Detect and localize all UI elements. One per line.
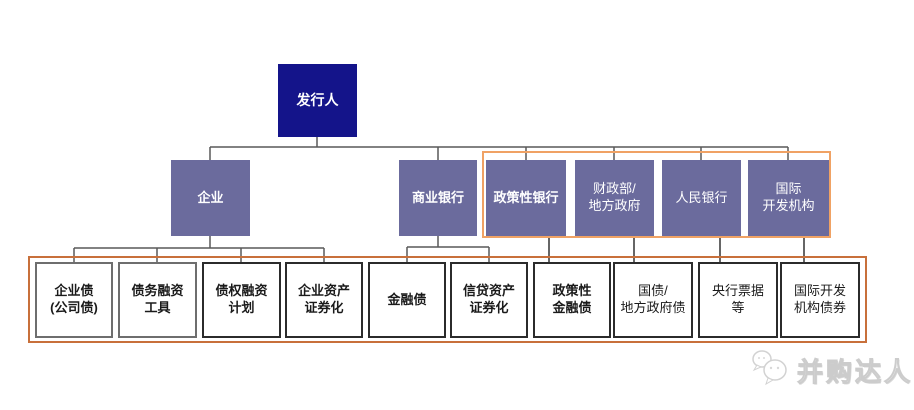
node-credit-abs: 信贷资产 证券化 [450,262,528,338]
node-corporate-bond: 企业债 (公司债) [35,262,113,338]
node-enterprise: 企业 [171,160,250,236]
wechat-bubbles-icon [750,348,790,393]
bond-types-highlight-box [28,256,867,343]
node-policy-financial-bond: 政策性 金融债 [533,262,611,338]
node-commercial-bank: 商业银行 [399,160,477,236]
node-central-bank-bills: 央行票据 等 [698,262,778,338]
node-policy-bank: 政策性银行 [486,160,566,236]
node-debt-financing-plan: 债权融资 计划 [202,262,281,338]
node-treasury-local-gov-bond: 国债/ 地方政府债 [613,262,693,338]
node-enterprise-abs: 企业资产 证券化 [285,262,363,338]
node-issuer: 发行人 [278,64,357,137]
node-mof-local-government: 财政部/ 地方政府 [575,160,654,236]
node-peoples-bank: 人民银行 [662,160,741,236]
watermark: 并购达人 [750,348,913,393]
node-debt-financing-instruments: 债务融资 工具 [118,262,197,338]
node-intl-dev-institution-bond: 国际开发 机构债券 [780,262,860,338]
node-financial-bond: 金融债 [368,262,446,338]
watermark-text: 并购达人 [796,357,914,388]
node-intl-dev-institution: 国际 开发机构 [748,160,829,236]
gov-issuers-highlight-box [482,151,831,238]
